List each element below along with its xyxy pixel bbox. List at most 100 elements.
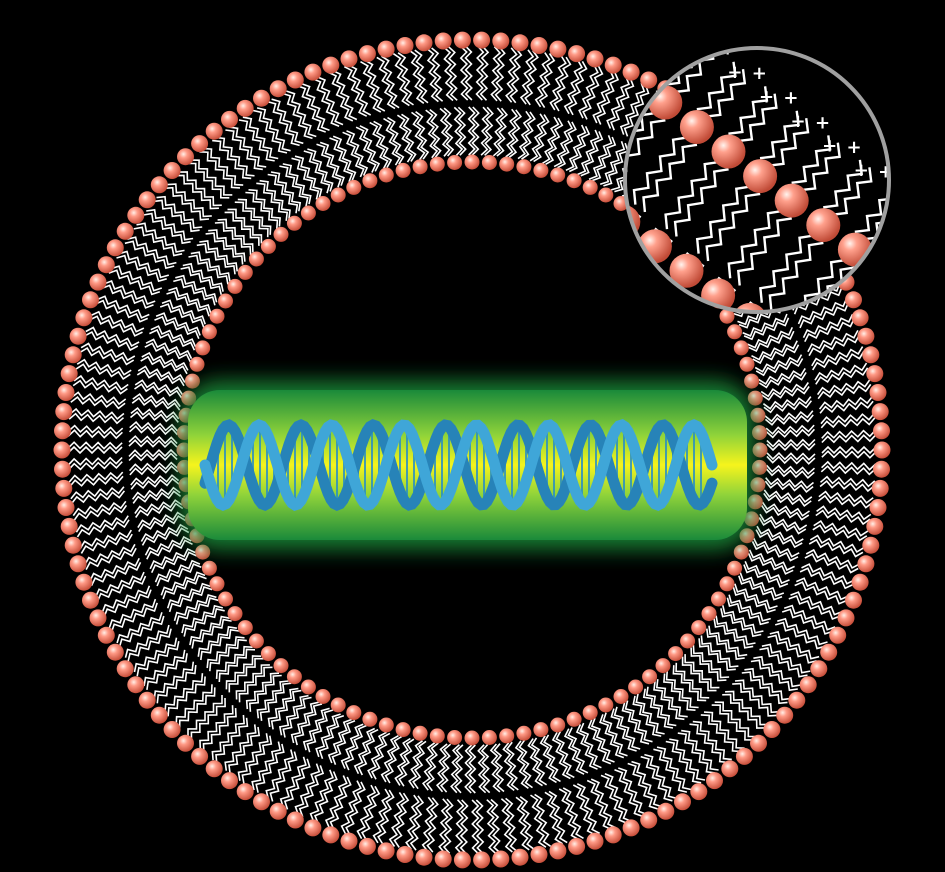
- lipid-tail-inner: [256, 680, 289, 719]
- inner-headgroup: [447, 730, 463, 745]
- lipid-tail-inner: [567, 727, 589, 774]
- outer-headgroup: [845, 291, 862, 309]
- lipid-tail-outer: [202, 147, 244, 186]
- lipid-tail-inner: [225, 655, 262, 690]
- lipid-tail-outer: [734, 679, 780, 714]
- lipid-tail-inner: [493, 743, 505, 793]
- lipid-tail-inner: [489, 743, 501, 793]
- inner-headgroup: [201, 324, 217, 340]
- lipid-tail-outer: [267, 100, 300, 147]
- inner-headgroup: [447, 155, 463, 170]
- outer-headgroup: [304, 63, 322, 81]
- lipid-tail-outer: [494, 46, 506, 102]
- lipid-tail-inner: [624, 700, 653, 743]
- lipid-tail-inner: [613, 706, 641, 750]
- outer-headgroup: [622, 63, 640, 81]
- lipid-tail-outer: [447, 46, 458, 101]
- lipid-tail-outer: [805, 548, 860, 569]
- inner-headgroup: [655, 658, 671, 674]
- lipid-tail-outer: [72, 500, 127, 517]
- outer-headgroup: [657, 802, 675, 820]
- lipid-tail-outer: [80, 342, 136, 362]
- lipid-tail-inner: [457, 106, 467, 156]
- lipid-tail-inner: [765, 424, 815, 435]
- lipid-tail-outer: [471, 799, 480, 855]
- lipid-tail-inner: [291, 157, 320, 200]
- lipid-tail-outer: [101, 284, 154, 309]
- lipid-tail-inner: [734, 583, 778, 610]
- lipid-tail-outer: [722, 693, 766, 729]
- lipid-tail-outer: [567, 61, 588, 116]
- inner-headgroup: [248, 633, 264, 649]
- outer-headgroup: [205, 122, 223, 140]
- lipid-tails: [67, 45, 877, 855]
- outer-headgroup: [810, 660, 828, 678]
- lipid-tail-outer: [631, 760, 663, 808]
- lipid-tail-inner: [425, 742, 439, 792]
- lipid-tail-inner: [307, 148, 334, 192]
- lipid-tail-inner: [765, 428, 815, 439]
- inner-headgroup: [566, 711, 582, 727]
- lipid-tail-outer: [372, 788, 391, 844]
- lipid-tail-inner: [758, 517, 807, 535]
- inner-headgroup: [691, 620, 707, 636]
- inner-headgroup: [733, 544, 749, 560]
- lipid-tail-outer: [807, 330, 859, 353]
- lipid-tail-inner: [690, 647, 727, 682]
- lipid-tail-inner: [259, 179, 291, 219]
- lipid-tail-outer: [67, 429, 123, 440]
- lipid-tail-outer: [360, 61, 382, 113]
- outer-headgroup: [604, 56, 622, 74]
- lipid-tail-outer: [376, 56, 396, 110]
- lipid-tail-outer: [519, 49, 535, 105]
- outer-headgroup: [622, 819, 640, 837]
- inner-headgroup: [752, 459, 767, 475]
- outer-headgroup: [304, 819, 322, 837]
- lipid-tail-outer: [711, 704, 754, 741]
- outer-headgroup: [862, 536, 880, 554]
- lipid-tail-outer: [590, 778, 616, 829]
- lipid-tail-outer: [90, 310, 145, 333]
- magnified-headgroup: [679, 110, 714, 144]
- lipid-tail-inner: [353, 727, 376, 775]
- lipid-tail-outer: [819, 475, 876, 488]
- lipid-tail-outer: [96, 295, 150, 319]
- lipid-tail-outer: [388, 791, 406, 847]
- lipid-tail-inner: [218, 648, 256, 683]
- outer-headgroup: [163, 721, 181, 738]
- lipid-tail-outer: [750, 659, 798, 692]
- lipid-tail-outer: [797, 298, 848, 325]
- lipid-tail-outer: [229, 126, 267, 168]
- lipid-tail-inner: [514, 740, 529, 789]
- lipid-tail-inner: [318, 714, 345, 759]
- inner-headgroup: [747, 390, 763, 406]
- lipid-tail-outer: [84, 543, 136, 566]
- inner-headgroup: [550, 717, 566, 733]
- outer-headgroup: [586, 50, 604, 68]
- lipid-tail-inner: [150, 551, 197, 574]
- lipid-tail-inner: [555, 731, 575, 779]
- lipid-tail-outer: [265, 749, 294, 800]
- outer-headgroup: [869, 384, 887, 401]
- lipid-tail-outer: [85, 547, 137, 570]
- lipid-tail-inner: [188, 254, 229, 285]
- lipid-tail-outer: [167, 183, 212, 218]
- lipid-tail-outer: [316, 76, 344, 126]
- outer-headgroup: [820, 643, 838, 661]
- outer-headgroup: [396, 37, 414, 54]
- lipid-tail-inner: [603, 142, 629, 187]
- lipid-tail-outer: [94, 299, 149, 323]
- lipid-tail-inner: [208, 229, 246, 262]
- outer-headgroup: [492, 850, 510, 868]
- lipid-tail-inner: [744, 560, 790, 585]
- lipid-tail-outer: [519, 796, 535, 850]
- outer-headgroup: [116, 660, 134, 678]
- magnified-tail: [674, 48, 715, 94]
- lipid-tail-inner: [439, 107, 451, 157]
- lipid-tail-inner: [205, 232, 244, 265]
- lipid-tail-outer: [669, 738, 706, 781]
- lipid-tail-outer: [127, 628, 172, 662]
- lipid-tail-inner: [748, 330, 795, 353]
- outer-headgroup: [873, 460, 890, 478]
- lipid-tail-outer: [256, 107, 291, 152]
